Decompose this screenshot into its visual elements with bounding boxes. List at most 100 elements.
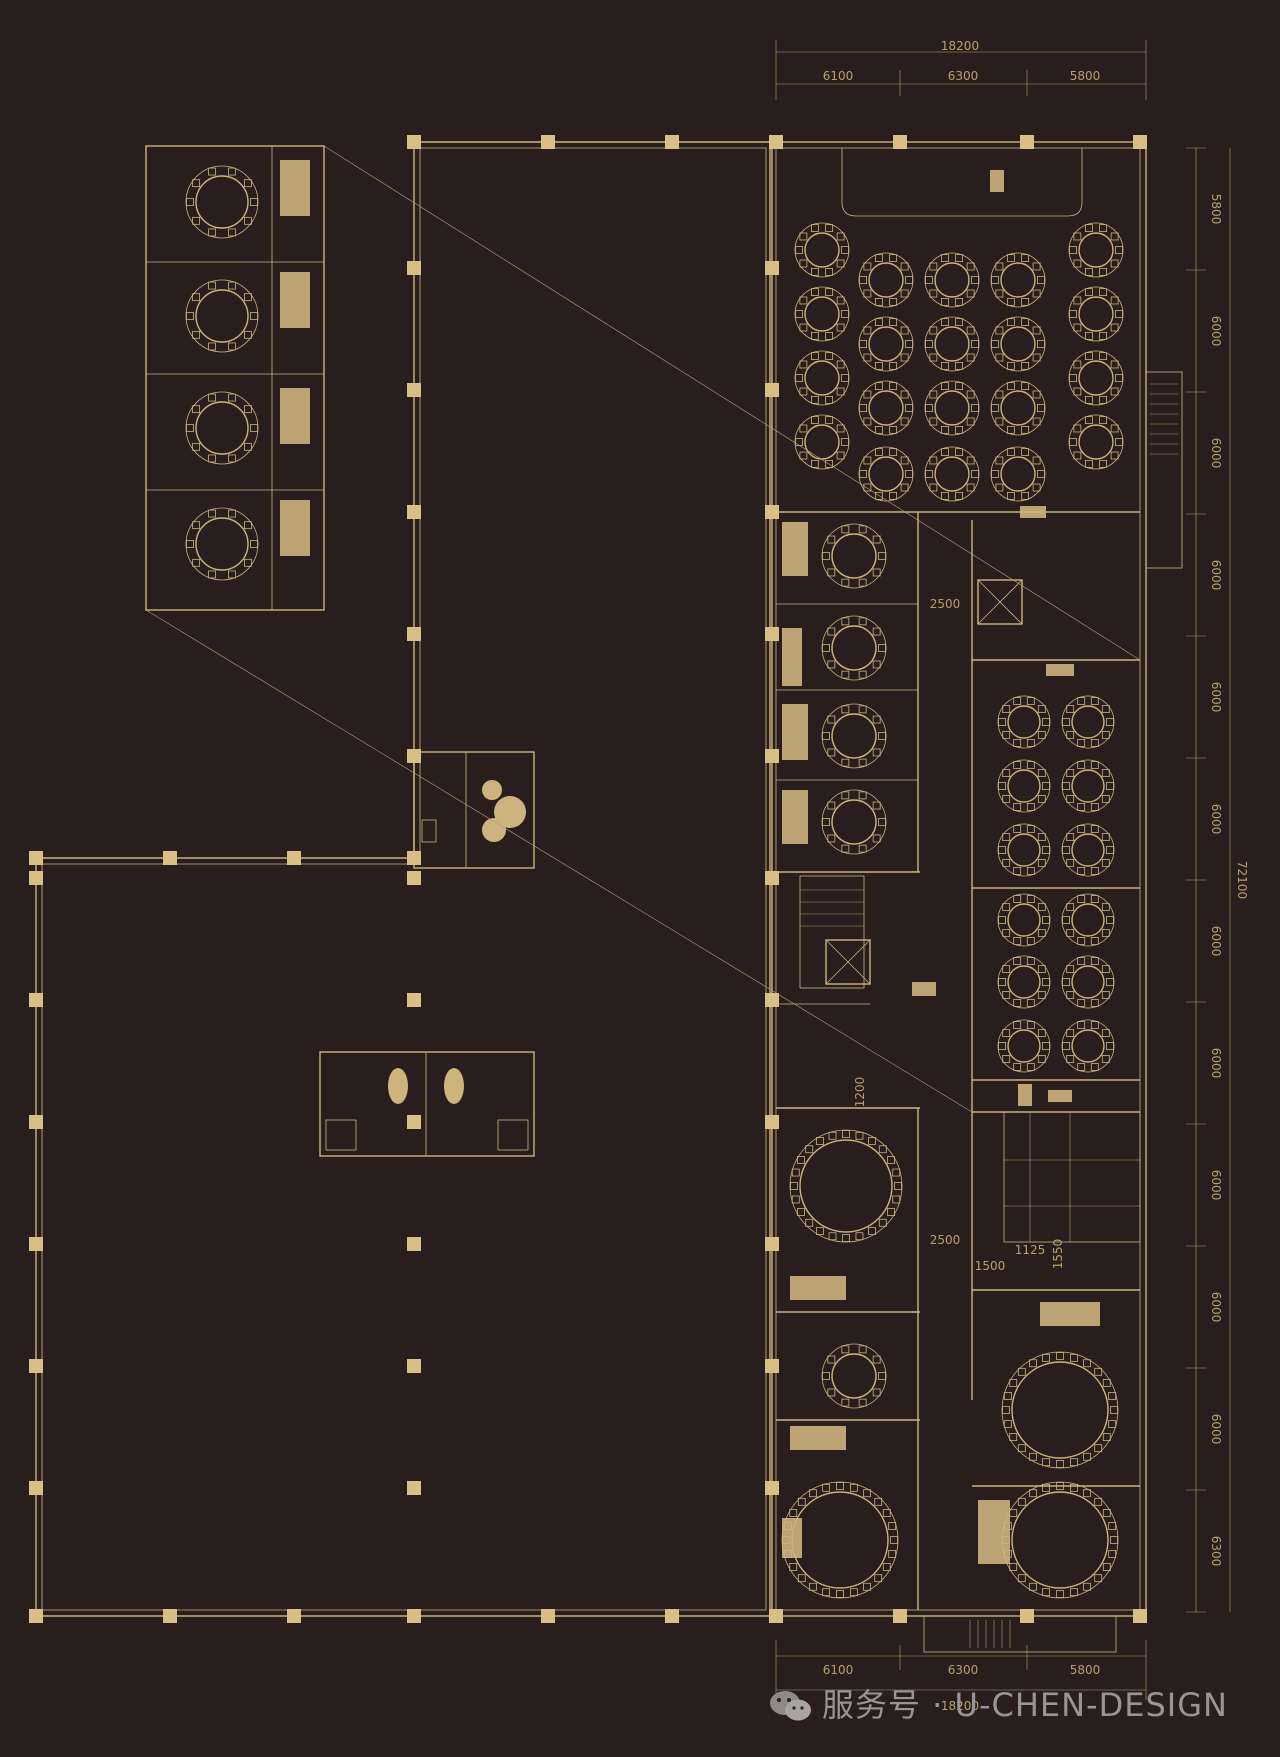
table-top [195,517,249,571]
chair [1077,697,1086,705]
chair [822,1588,830,1597]
chair [858,525,867,534]
chair [1037,929,1046,937]
hall-table [997,955,1051,1009]
column [541,1609,555,1623]
chair [1073,259,1082,268]
column [163,1609,177,1623]
corridor-dim-4: 1500 [975,1259,1006,1273]
chair [1026,867,1035,875]
inset-table [185,507,259,581]
chair [1037,1029,1046,1037]
chair [874,1497,883,1506]
table-top [195,175,249,229]
chair [1042,1353,1050,1362]
chair [1009,1509,1018,1517]
chair [1029,1359,1037,1368]
chair [1077,1021,1086,1029]
chair [874,382,883,391]
chair [878,818,886,826]
chair [1090,697,1099,705]
chair [850,1588,858,1597]
chair [208,509,217,518]
chair [1090,999,1099,1007]
chair [995,483,1004,492]
chair [966,483,975,492]
chair [1069,246,1077,254]
chair [825,459,834,468]
chair [1042,1588,1050,1597]
furniture-block [990,170,1004,192]
table-chair-ring [997,823,1051,877]
right-dim-9: 6000 [1209,1170,1223,1201]
chair [836,259,845,268]
column [765,261,779,275]
chair [872,834,881,843]
chair [900,417,909,426]
chair [855,1131,864,1140]
right-total-dim: 72100 [1235,861,1249,899]
chair [1106,1042,1114,1050]
column [1020,135,1034,149]
chair [955,254,964,263]
chair [863,417,872,426]
chair [1032,390,1041,399]
chair [940,448,949,457]
chair [991,276,999,284]
private-room-table [821,1343,887,1409]
chair [1069,374,1077,382]
table-top [1000,262,1036,298]
chair [1099,224,1108,233]
chair [243,330,252,339]
chair [243,521,252,530]
restaurant-block-outline [769,141,1183,1653]
chair [995,417,1004,426]
table-top [934,456,970,492]
table-chair-ring [794,414,850,470]
table-chair-ring [185,391,259,465]
chair [1090,803,1099,811]
chair [929,326,938,335]
chair [900,483,909,492]
chair [874,491,883,500]
corridor-dim-6: 1550 [1051,1239,1065,1270]
banquet-table [794,286,850,342]
bottom-dim-1: 6100 [823,1663,854,1677]
chair [966,262,975,271]
column [765,1359,779,1373]
table-top [868,456,904,492]
column [407,261,421,275]
chair [1066,731,1075,739]
structural-columns [29,135,1147,1623]
chair [1066,795,1075,803]
chair [1101,731,1110,739]
chair [1070,1588,1078,1597]
chair [841,1345,850,1354]
chair [850,1483,858,1492]
table-chair-ring [1068,222,1124,278]
column [287,851,301,865]
chair [1066,1029,1075,1037]
chair [863,1489,871,1498]
table-chair-ring [997,1019,1051,1073]
chair [1062,846,1070,854]
chair [1101,859,1110,867]
chair [186,312,194,320]
chair [799,424,808,433]
chair [872,535,881,544]
hall-table [1061,893,1115,947]
chair [858,844,867,853]
chair [795,438,803,446]
chair [1026,895,1035,903]
chair [966,353,975,362]
chair [822,552,830,560]
chair [192,179,201,188]
chair [858,758,867,767]
chair [1006,425,1015,434]
table-top [934,262,970,298]
chair [1062,916,1070,924]
chair [790,1182,798,1190]
column [407,627,421,641]
chair [1073,387,1082,396]
table-chair-ring [990,446,1046,502]
